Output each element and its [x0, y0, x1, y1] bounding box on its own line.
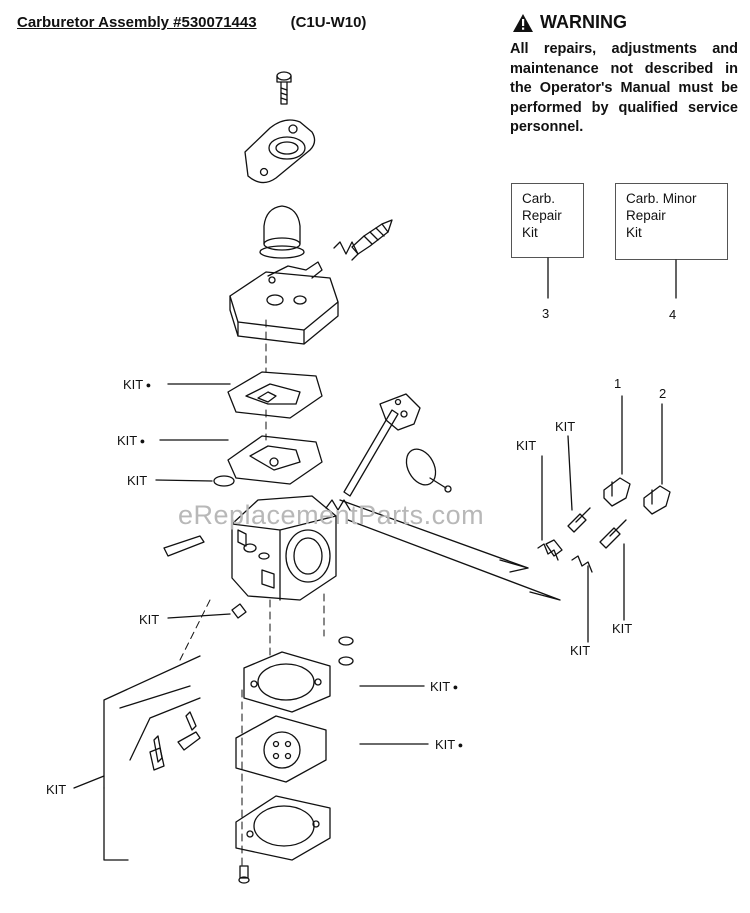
ref-number-1: 1	[614, 376, 622, 391]
pump-body-part	[229, 261, 339, 345]
kit-box-line: Kit	[626, 225, 642, 240]
kit-label: KIT	[570, 643, 591, 658]
pump-diaphragm-part	[227, 435, 323, 485]
kit-label: KIT	[127, 473, 148, 488]
kit-box-line: Carb.	[522, 191, 556, 206]
ref-number-3: 3	[542, 306, 550, 321]
check-valve-part	[338, 656, 354, 666]
kit-label: KIT	[46, 782, 67, 797]
small-screw-part	[231, 603, 247, 619]
pump-gasket-part	[227, 371, 323, 419]
kit-label: KIT	[117, 433, 145, 448]
throttle-plate-part	[405, 448, 452, 493]
kit-box-line: Carb. Minor	[626, 191, 697, 206]
throttle-shaft-part	[325, 393, 421, 511]
limiter-cap-2-part	[643, 485, 671, 515]
warning-heading-text: WARNING	[540, 12, 627, 32]
kit-box-line: Kit	[522, 225, 538, 240]
idle-screw-part	[333, 219, 393, 261]
kit-label: KIT	[555, 419, 576, 434]
kit-label: KIT	[430, 679, 458, 694]
model-code: (C1U-W10)	[290, 14, 367, 31]
check-valve-part	[338, 636, 354, 646]
kit-label: KIT	[435, 737, 463, 752]
kit-box-line: Repair	[626, 208, 666, 223]
top-screw-part	[276, 71, 292, 105]
kit-label: KIT	[612, 621, 633, 636]
warning-triangle-icon	[513, 13, 533, 32]
inlet-needle-part	[149, 711, 201, 771]
warning-text: All repairs, adjustments and maintenance…	[510, 41, 738, 135]
carb-repair-kit-box: Carb. Repair Kit	[511, 183, 584, 258]
kit-label: KIT	[516, 438, 537, 453]
metering-cover-part	[235, 795, 331, 861]
ref-number-4: 4	[669, 307, 677, 322]
warning-heading: WARNING	[512, 12, 627, 33]
limiter-cap-1-part	[603, 477, 631, 507]
ref-number-2: 2	[659, 386, 667, 401]
primer-bulb-part	[259, 205, 305, 259]
metering-diaphragm-part	[235, 715, 327, 783]
kit-box-line: Repair	[522, 208, 562, 223]
low-speed-needle-part	[571, 519, 627, 573]
watermark: eReplacementParts.com	[178, 500, 485, 530]
cover-screw-part	[238, 865, 250, 884]
kit-label: KIT	[123, 377, 151, 392]
kit-label: KIT	[139, 612, 160, 627]
inlet-screen-part	[213, 475, 235, 487]
carb-minor-repair-kit-box: Carb. Minor Repair Kit	[615, 183, 728, 260]
metering-gasket-part	[243, 651, 331, 713]
high-speed-needle-part	[537, 507, 591, 561]
primer-bracket-part	[244, 119, 316, 184]
page-title: Carburetor Assembly #530071443 (C1U-W10)	[17, 14, 366, 31]
carburetor-body-part	[231, 495, 337, 601]
pivot-pin-part	[163, 535, 205, 557]
assembly-title: Carburetor Assembly #530071443	[17, 14, 257, 31]
